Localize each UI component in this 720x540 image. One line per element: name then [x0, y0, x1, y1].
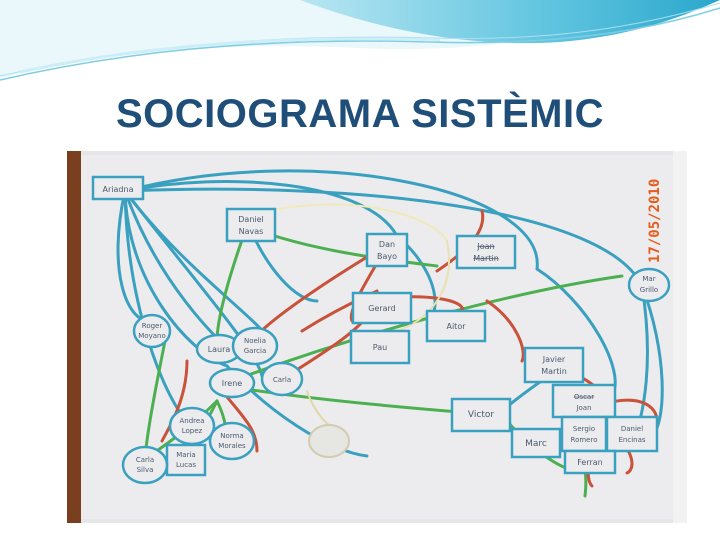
node-pau — [349, 329, 411, 365]
label-javier-martin-2: Martin — [541, 367, 567, 376]
label-irene: Irene — [222, 379, 242, 388]
node-roger-moyano — [132, 313, 172, 349]
label-victor: Victor — [468, 410, 494, 420]
label-joan-martin-2: Martin — [473, 254, 499, 263]
node-ariadna — [91, 175, 145, 201]
label-carla: Carla — [273, 376, 291, 384]
node-daniel-navas — [225, 207, 277, 243]
label-ariadna: Ariadna — [103, 185, 134, 194]
node-oscar-joan — [551, 383, 617, 419]
label-maria-lucas-2: Lucas — [176, 461, 196, 469]
node-noelia-garcia — [231, 326, 279, 366]
label-roger-moyano-2: Moyano — [138, 332, 165, 340]
node-irene — [208, 367, 256, 399]
node-carla — [260, 361, 304, 397]
label-gerard: Gerard — [368, 304, 396, 313]
label-daniel-encinas-1: Daniel — [621, 425, 643, 433]
slide-title: SOCIOGRAMA SISTÈMIC — [115, 92, 605, 136]
node-sergio-romero — [560, 415, 608, 453]
label-aitor: Aitor — [446, 322, 466, 331]
label-norma-morales-1: Norma — [220, 432, 243, 440]
label-daniel-navas-2: Navas — [239, 227, 264, 236]
label-oscar-joan-2: Joan — [575, 404, 591, 412]
label-mar-grillo-2: Grillo — [640, 286, 658, 294]
label-mar-grillo-1: Mar — [642, 275, 655, 283]
node-mar-grillo — [627, 267, 671, 303]
label-dan-bayo-1: Dan — [379, 240, 395, 249]
label-javier-martin-1: Javier — [542, 355, 566, 364]
label-sergio-romero-2: Romero — [571, 436, 598, 444]
node-faint-circle — [308, 424, 350, 458]
label-carla-silva-2: Silva — [137, 466, 154, 474]
label-daniel-navas-1: Daniel — [238, 215, 264, 224]
label-dan-bayo-2: Bayo — [377, 252, 397, 261]
node-joan-martin — [455, 234, 517, 270]
node-daniel-encinas — [605, 415, 659, 453]
label-noelia-garcia-1: Noelia — [244, 337, 266, 345]
node-victor — [450, 397, 512, 433]
label-andrea-lopez-2: Lopez — [182, 427, 203, 435]
label-joan-martin-1: Joan — [476, 242, 494, 251]
label-carla-silva-1: Carla — [136, 456, 154, 464]
node-dan-bayo — [365, 232, 409, 268]
node-carla-silva — [121, 445, 169, 485]
node-javier-martin — [523, 346, 585, 384]
header-wave-decoration — [0, 0, 720, 81]
node-ferran — [563, 449, 617, 475]
label-daniel-encinas-2: Encinas — [618, 436, 645, 444]
label-marc: Marc — [525, 439, 547, 449]
node-norma-morales — [208, 421, 256, 461]
node-aitor — [425, 309, 487, 343]
date-stamp: 17/05/2010 — [647, 179, 663, 263]
label-maria-lucas-1: Maria — [176, 451, 195, 459]
sociogram-photo: Ariadna Daniel Navas Dan Bayo Joan Marti… — [67, 151, 687, 523]
label-laura: Laura — [208, 345, 231, 354]
label-oscar-joan-1: Oscar — [574, 393, 594, 401]
label-norma-morales-2: Morales — [218, 442, 246, 450]
label-pau: Pau — [373, 343, 387, 352]
label-andrea-lopez-1: Andrea — [180, 417, 205, 425]
label-noelia-garcia-2: Garcia — [244, 347, 267, 355]
sociogram-drawing: Ariadna Daniel Navas Dan Bayo Joan Marti… — [67, 151, 687, 523]
label-roger-moyano-1: Roger — [142, 322, 163, 330]
label-sergio-romero-1: Sergio — [573, 425, 595, 433]
node-gerard — [351, 291, 413, 325]
node-maria-lucas — [165, 443, 207, 477]
label-ferran: Ferran — [577, 458, 603, 467]
node-marc — [510, 427, 562, 459]
node-andrea-lopez — [168, 406, 216, 446]
